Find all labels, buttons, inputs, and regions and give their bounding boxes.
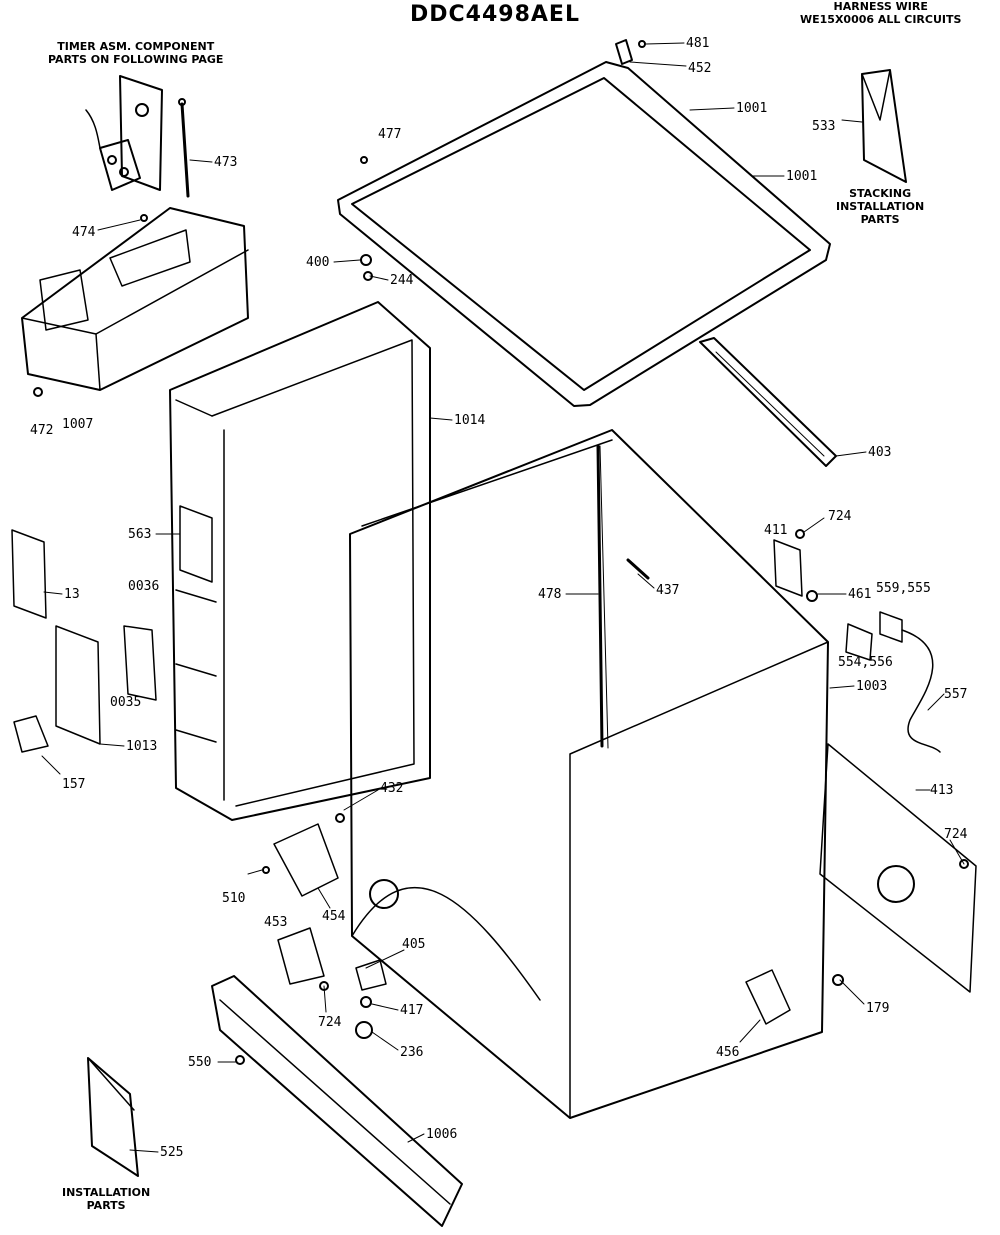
leader-lines	[41, 42, 965, 1153]
installation-note: INSTALLATION PARTS	[62, 1186, 150, 1212]
callout-454: 454	[322, 909, 346, 924]
harness-note-line-2: WE15X0006 ALL CIRCUITS	[800, 13, 962, 26]
callout-557: 557	[944, 687, 967, 702]
callout-461: 461	[848, 587, 871, 602]
callout-236: 236	[400, 1045, 423, 1060]
rear-panel	[819, 743, 977, 993]
hinge-bracket	[615, 39, 646, 65]
installation-envelope	[87, 1057, 139, 1177]
stacking-note-line-3: PARTS	[860, 213, 900, 226]
small-parts	[11, 156, 969, 1065]
callout-559-555: 559,555	[876, 581, 931, 596]
callout-481: 481	[686, 36, 709, 51]
callout-510: 510	[222, 891, 245, 906]
callout-724-b: 724	[944, 827, 968, 842]
callout-labels: 481 452 1001 1001 533 473 477 474 400 24…	[30, 36, 968, 1160]
callout-1013: 1013	[126, 739, 157, 754]
callout-554-556: 554,556	[838, 655, 893, 670]
stacking-envelope	[861, 69, 907, 183]
control-membrane	[179, 505, 213, 583]
callout-533: 533	[812, 119, 835, 134]
callout-417: 417	[400, 1003, 423, 1018]
toe-kick	[211, 975, 463, 1227]
callout-452: 452	[688, 61, 711, 76]
callout-0036: 0036	[128, 579, 159, 594]
callout-525: 525	[160, 1145, 183, 1160]
callout-550: 550	[188, 1055, 211, 1070]
callout-724-a: 724	[828, 509, 852, 524]
callout-1006: 1006	[426, 1127, 457, 1142]
stacking-note-line-1: STACKING	[849, 187, 912, 200]
callout-437: 437	[656, 583, 679, 598]
installation-note-line-2: PARTS	[86, 1199, 126, 1212]
callout-413: 413	[930, 783, 953, 798]
stacking-note: STACKING INSTALLATION PARTS	[836, 187, 924, 226]
stacking-note-line-2: INSTALLATION	[836, 200, 925, 213]
timer-note-line-1: TIMER ASM. COMPONENT	[57, 40, 215, 53]
callout-456: 456	[716, 1045, 739, 1060]
callout-13: 13	[64, 587, 80, 602]
callout-724-c: 724	[318, 1015, 342, 1030]
callout-1007: 1007	[62, 417, 93, 432]
callout-477: 477	[378, 127, 401, 142]
callout-453: 453	[264, 915, 287, 930]
callout-403: 403	[868, 445, 891, 460]
timer-note: TIMER ASM. COMPONENT PARTS ON FOLLOWING …	[48, 40, 223, 66]
harness-note-line-1: HARNESS WIRE	[833, 0, 928, 13]
callout-244: 244	[390, 273, 414, 288]
diagram-title: DDC4498AEL	[410, 2, 580, 27]
callout-157: 157	[62, 777, 85, 792]
callout-411: 411	[764, 523, 787, 538]
callout-179: 179	[866, 1001, 889, 1016]
control-box	[21, 207, 249, 397]
control-panel-frame	[169, 301, 431, 821]
callout-474: 474	[72, 225, 96, 240]
callout-1001a: 1001	[736, 101, 767, 116]
callout-432: 432	[380, 781, 403, 796]
callout-1001b: 1001	[786, 169, 817, 184]
callout-405: 405	[402, 937, 425, 952]
top-cover	[337, 61, 831, 407]
callout-478: 478	[538, 587, 561, 602]
callout-1014: 1014	[454, 413, 485, 428]
timer-note-line-2: PARTS ON FOLLOWING PAGE	[48, 53, 224, 66]
callout-473: 473	[214, 155, 237, 170]
callout-400: 400	[306, 255, 329, 270]
callout-563: 563	[128, 527, 151, 542]
harness-note: HARNESS WIRE WE15X0006 ALL CIRCUITS	[800, 0, 961, 26]
callout-472: 472	[30, 423, 53, 438]
timer-assembly	[85, 75, 190, 198]
hinge-strip	[699, 337, 837, 467]
callout-1003: 1003	[856, 679, 887, 694]
installation-note-line-1: INSTALLATION	[62, 1186, 151, 1199]
cabinet	[349, 429, 829, 1119]
callout-0035: 0035	[110, 695, 141, 710]
